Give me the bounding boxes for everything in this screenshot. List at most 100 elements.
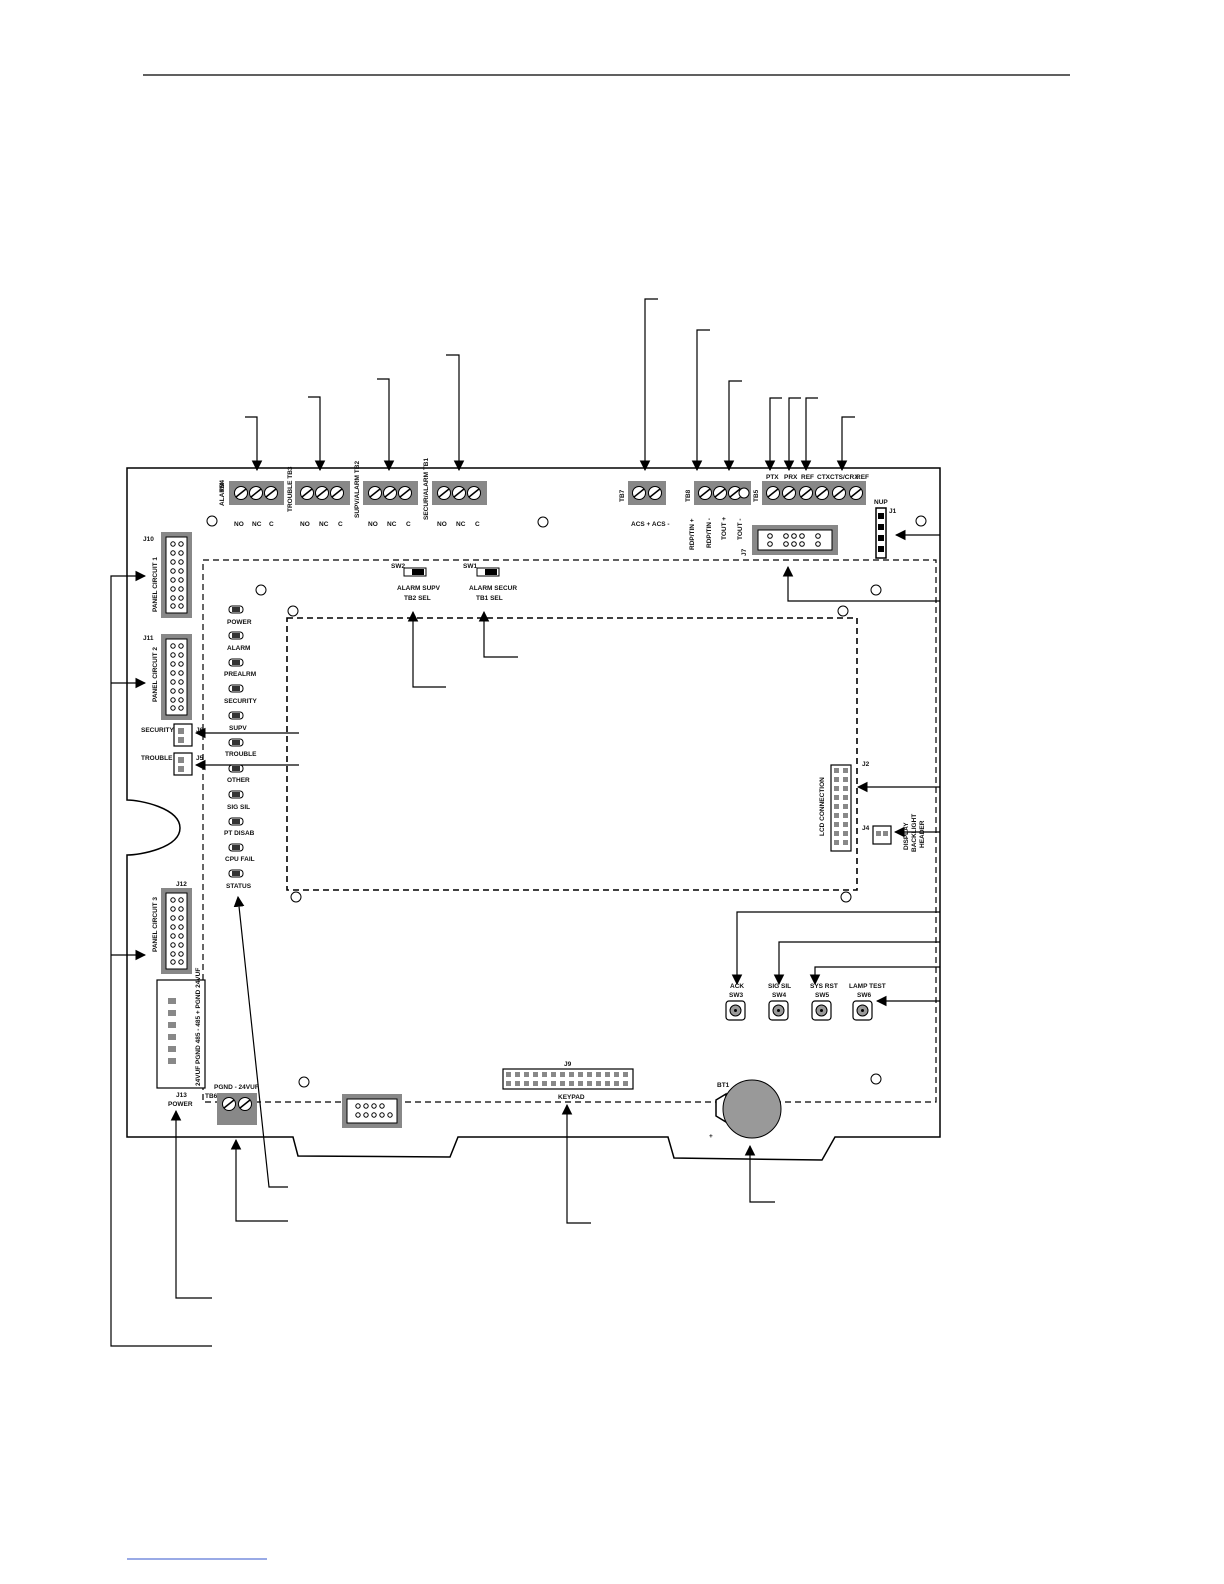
sw3-top-label: ACK [730,983,744,990]
slide-switch-sw1[interactable] [476,567,500,577]
tb5-prx: PRX [784,474,798,481]
sw1-line2: TB1 SEL [476,595,503,602]
led-other [228,764,244,773]
tb5-ref2: REF [856,474,869,481]
leader-sw4 [773,941,940,986]
connector-j10 [161,532,192,618]
mounting-holes [206,515,927,1088]
sig-sil-button-sw4[interactable] [768,1000,789,1021]
led-cpu-fail-label: CPU FAIL [225,856,255,863]
leader-sw2 [407,610,446,688]
tb8-rdp-minus: RDP/TIN - [706,518,713,548]
leader-tb6 [230,1138,288,1222]
contact-labels: NO NC C NO NC C NO NC C NO NC C [234,521,480,528]
tb8-rdp-plus: RDP/TIN + [689,518,696,550]
led-cpu-fail [228,843,244,852]
led-supv [228,711,244,720]
led-supv-label: SUPV [229,725,247,732]
j7-label: J7 [741,548,748,556]
board-outline [126,467,941,1161]
bt1-plus: + [709,1133,713,1140]
led-trouble-label: TROUBLE [225,751,257,758]
sw4-label: SW4 [772,992,786,999]
led-power [228,605,244,614]
leader-tb3 [308,396,326,472]
led-pt-disab-label: PT DISAB [224,830,255,837]
tb8-label: TB8 [685,489,692,502]
leader-ref [800,397,818,472]
tb6-top-label: PGND - 24VUF [214,1084,259,1091]
backlight-label: BACKLIGHT [911,814,918,852]
lamp-test-button-sw6[interactable] [852,1000,873,1021]
bt1-label: BT1 [717,1082,730,1089]
terminal-block-tb1 [432,481,487,505]
tb5-ptx: PTX [766,474,779,481]
leader-j7 [782,565,940,602]
panel-circuit-1-label: PANEL CIRCUIT 1 [152,557,159,612]
security-label: SECURITY [141,727,175,734]
sys-rst-button-sw5[interactable] [811,1000,832,1021]
tb1-nc: NC [456,521,466,528]
tb8-tout-plus: TOUT + [721,517,728,540]
tb1-no: NO [437,521,447,528]
connector-j13 [156,979,206,1089]
bottom-header-connector [342,1094,402,1128]
tb5-cts: CTS/CRX [830,474,859,481]
keypad-connector-j9 [502,1068,634,1090]
keypad-label: KEYPAD [558,1094,585,1101]
lcd-connector-j2 [830,764,852,852]
tb5-label: TB5 [753,489,760,502]
led-prealrm [228,658,244,667]
leader-ptx [764,397,782,472]
slide-switch-sw2[interactable] [403,567,427,577]
led-sig-sil-label: SIG SIL [227,804,250,811]
header-label: HEADER [919,820,926,848]
leader-keypad [561,1103,591,1224]
j12-label: J12 [176,881,187,888]
sw2-line2: TB2 SEL [404,595,431,602]
leader-tb2 [377,378,395,472]
tb7-label: TB7 [619,489,626,502]
j11-label: J11 [143,635,154,642]
sw5-top-label: SYS RST [810,983,838,990]
j5-label: J5 [196,755,204,762]
trouble-label: TROUBLE [141,755,173,762]
tb3-side-label: TROUBLE TB3 [287,466,294,512]
jumper-j6 [173,723,193,747]
tb1-side-label: SECUR/ALARM TB1 [423,458,430,520]
sw2-line1: ALARM SUPV [397,585,441,592]
leader-cts [836,416,855,472]
sw3-label: SW3 [729,992,743,999]
nup-label: NUP [874,499,888,506]
tb4-side-label: ALARM [219,483,226,506]
leader-tout [723,380,742,472]
terminal-block-tb2 [363,481,418,505]
leader-pc-bracket [110,570,212,1347]
leader-leds [233,895,288,1188]
tb2-nc: NC [387,521,397,528]
led-sig-sil [228,790,244,799]
leader-tb1 [446,354,465,472]
sw6-top-label: LAMP TEST [849,983,886,990]
j9-label: J9 [564,1061,572,1068]
display-label: DISPLAY [903,822,910,850]
terminal-block-tb4 [229,481,284,505]
j1-label: J1 [889,508,897,515]
terminal-block-tb5 [762,481,866,505]
led-security [228,684,244,693]
leader-tb4 [245,416,263,472]
connector-j7 [752,525,838,555]
tb5-ctx: CTX [817,474,831,481]
tb8-tout-minus: TOUT - [737,518,744,540]
tb5-ref: REF [801,474,814,481]
led-alarm [228,631,244,640]
sw1-label: SW1 [463,563,477,570]
tb1-c: C [475,521,480,528]
ack-button-sw3[interactable] [725,1000,746,1021]
jumper-j5 [173,752,193,776]
battery-bt1 [715,1079,782,1139]
connector-j12 [161,888,192,974]
j4-label: J4 [862,825,870,832]
backlight-header-j4 [872,825,892,845]
